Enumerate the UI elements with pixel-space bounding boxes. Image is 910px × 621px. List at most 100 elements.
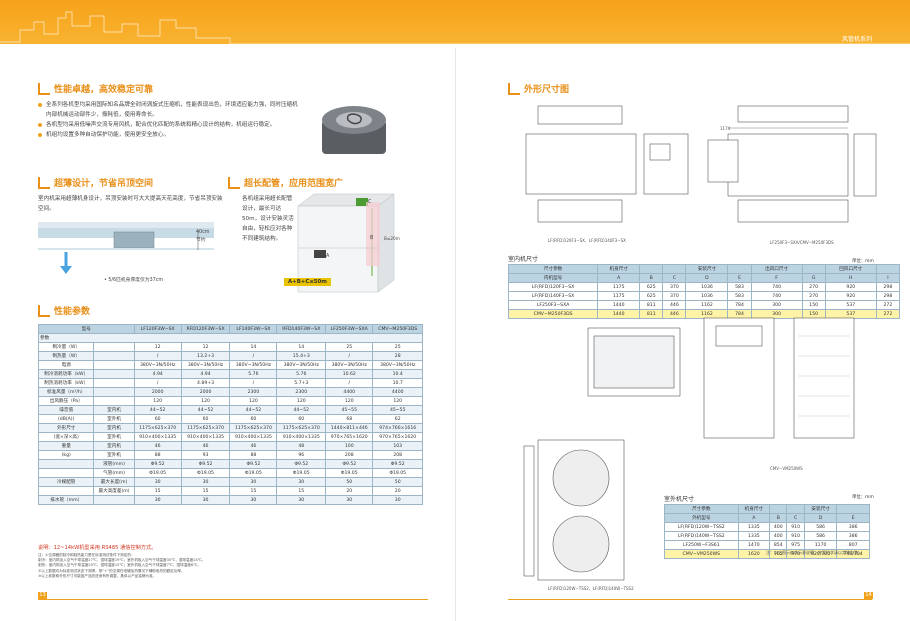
spec-cell: 外形尺寸 <box>37 423 95 433</box>
indoor-header-row: 尺寸参数机身尺寸安装尺寸出风口尺寸回风口尺寸 <box>507 264 901 274</box>
indoor-header-cell <box>801 264 826 274</box>
outdoor-cell: 1335 <box>737 522 771 532</box>
spec-cell: 2000 <box>133 387 182 397</box>
spec-cell: 380V~3N/50Hz <box>133 360 182 370</box>
spec-cell: 2300 <box>276 387 327 397</box>
spec-cell: 1175×625×370 <box>133 423 182 433</box>
city-skyline-graphic <box>0 11 910 48</box>
outdoor-header-cell: 外机型号 <box>664 513 739 523</box>
outdoor-header-cell <box>786 504 805 514</box>
spec-cell: Φ9.52 <box>325 459 374 469</box>
unit-label-outdoor: 单位：mm <box>852 495 874 500</box>
spec-cell: 20 <box>325 486 374 496</box>
spec-cell: 93 <box>180 450 231 460</box>
indoor-cell: 1162 <box>685 300 729 310</box>
indoor-cell: 583 <box>727 282 752 292</box>
indoor-cell: 1440 <box>597 300 641 310</box>
spec-cell <box>37 468 95 478</box>
outdoor-caption-2: CMV−VM250WS <box>770 466 803 471</box>
footer-line-right <box>508 599 872 600</box>
outdoor-unit-drawings <box>587 317 855 439</box>
footnote: ③以上参数和外形尺寸可能因产品改进而有所调整，具体以产品铭牌为准。 <box>38 573 157 578</box>
indoor-cell: 583 <box>727 291 752 301</box>
indoor-header-cell <box>727 264 752 274</box>
spec-cell: 380V~3N/50Hz <box>229 360 278 370</box>
spec-cell: Φ9.52 <box>133 459 182 469</box>
indoor-cell: 1036 <box>685 282 729 292</box>
spec-cell <box>93 351 135 361</box>
indoor-cell: 298 <box>875 291 901 301</box>
indoor-header-cell: 回风口尺寸 <box>824 264 877 274</box>
outdoor-header-cell: C <box>786 513 805 523</box>
spec-cell: 100 <box>325 441 374 451</box>
spec-cell: 13.2+3 <box>180 351 231 361</box>
spec-cell: 制冷消耗功率（kW） <box>37 369 95 379</box>
indoor-caption-1: LF(RFD)120F3−SX、LF(RFD)140F3−SX <box>548 238 626 243</box>
indoor-table-title: 室内机尺寸 <box>508 256 539 263</box>
spec-cell: Φ19.05 <box>229 468 278 478</box>
compressor-image <box>322 106 386 154</box>
spec-cell: 46 <box>133 441 182 451</box>
spec-cell: 46 <box>180 441 231 451</box>
outdoor-cell: 400 <box>769 522 788 532</box>
outdoor-cell: 854 <box>769 540 788 550</box>
indoor-header-cell: 安装尺寸 <box>685 264 729 274</box>
indoor-header-cell <box>662 264 687 274</box>
indoor-header-cell: I <box>875 273 901 283</box>
indoor-header-cell: C <box>662 273 687 283</box>
spec-cell: 最大高度差(m) <box>93 486 135 496</box>
spec-cell: 88 <box>133 450 182 460</box>
outdoor-cell: LF250W−F3S61 <box>664 540 739 550</box>
spec-cell: Φ19.05 <box>133 468 182 478</box>
spec-cell: Φ19.05 <box>325 468 374 478</box>
spec-row: 制热量（W）/13.2+3/15.4+3/28 <box>37 351 423 361</box>
spec-cell: 380V~3N/50Hz <box>276 360 327 370</box>
indoor-cell: 1036 <box>685 291 729 301</box>
spec-cell: 44~52 <box>229 405 278 415</box>
bullet-item: 全系列各机型均采用国际知名品牌全封闭涡旋式压缩机，性能表现出色，环境适应能力强，… <box>38 100 298 120</box>
spec-cell: 10.62 <box>325 369 374 379</box>
indoor-cell: 740 <box>750 291 803 301</box>
spec-cell: 974×766×1616 <box>372 423 423 433</box>
indoor-header-cell: F <box>750 273 803 283</box>
page-number-right: 14 <box>864 592 873 599</box>
spec-cell: 标准风量（m³/h） <box>37 387 95 397</box>
spec-cell: 910×400×1335 <box>229 432 278 442</box>
spec-cell <box>93 360 135 370</box>
indoor-header-cell: 内机型号 <box>507 273 599 283</box>
spec-footnotes: 注：①空调器的制冷和制热能力是在标准测试条件下测定的： 制冷：室内机吸入空气干球… <box>38 553 423 579</box>
spec-cell: 25 <box>372 342 423 352</box>
ceiling-illustration <box>38 222 214 274</box>
spec-cell: 电源 <box>37 360 95 370</box>
spec-cell: 5.7+3 <box>276 378 327 388</box>
page-number-left: 13 <box>38 592 47 599</box>
spec-param-label: 参数 <box>38 333 423 343</box>
spec-cell: 12 <box>133 342 182 352</box>
footer-line-left <box>38 599 428 600</box>
spec-cell: 48 <box>276 441 327 451</box>
outdoor-cell: 1335 <box>737 531 771 541</box>
spec-cell: 120 <box>180 396 231 406</box>
spec-cell: 4.94 <box>180 369 231 379</box>
outdoor-header-cell: 安装尺寸 <box>803 504 838 514</box>
spec-cell: 5.76 <box>229 369 278 379</box>
section-title-pipe: 超长配管，应用范围宽广 <box>228 176 343 189</box>
spec-cell: 气管(mm) <box>93 468 135 478</box>
spec-cell <box>93 378 135 388</box>
outdoor-header-cell: 机身尺寸 <box>737 504 771 514</box>
spec-cell: 14 <box>276 342 327 352</box>
spec-cell: Φ9.52 <box>276 459 327 469</box>
spec-cell: / <box>229 378 278 388</box>
indoor-cell: 298 <box>875 282 901 292</box>
spec-header-cell: 型号 <box>38 324 135 334</box>
indoor-cell: 811 <box>639 300 664 310</box>
spec-cell: 5.76 <box>276 369 327 379</box>
thin-caption: • 5/6匹机身厚度仅为37cm <box>104 278 164 283</box>
